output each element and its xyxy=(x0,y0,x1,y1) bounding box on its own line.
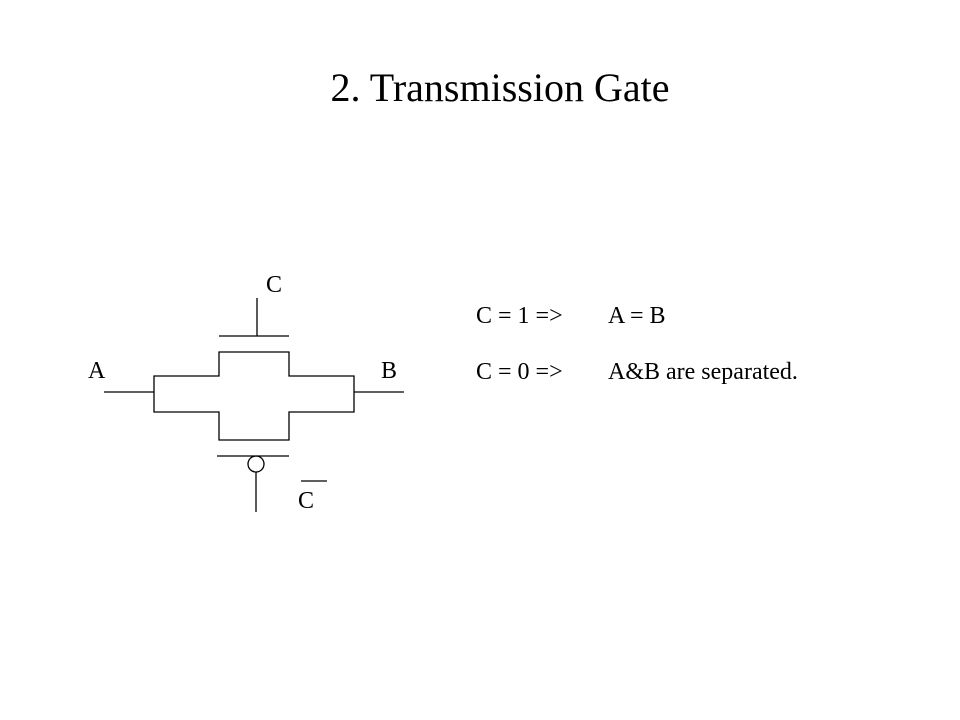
rule-condition: C = 0 => xyxy=(476,359,563,385)
control-label-bottom: C xyxy=(298,488,314,514)
input-label-a: A xyxy=(88,358,106,384)
control-label-top: C xyxy=(266,272,282,298)
page-title: 2. Transmission Gate xyxy=(330,65,670,110)
rule-condition: C = 1 => xyxy=(476,303,563,329)
transmission-gate-body xyxy=(153,351,355,441)
inversion-bubble xyxy=(247,455,265,473)
output-label-b: B xyxy=(381,358,397,384)
rule-result: A&B are separated. xyxy=(608,359,798,385)
rule-result: A = B xyxy=(608,303,666,329)
